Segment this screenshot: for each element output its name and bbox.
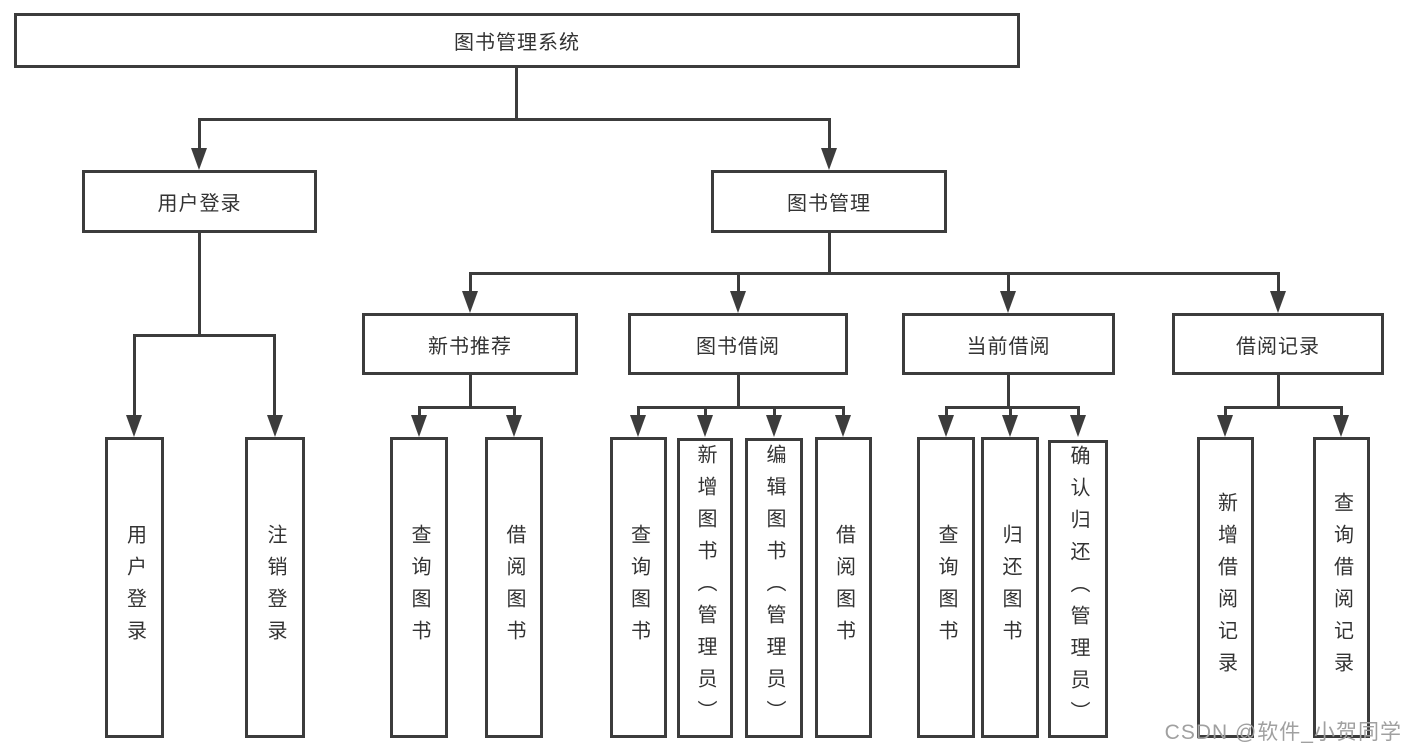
connector-line bbox=[418, 406, 516, 409]
connector-line bbox=[1077, 406, 1080, 420]
connector-line bbox=[1277, 375, 1280, 408]
arrow-down-icon bbox=[191, 148, 207, 170]
leaf-recommend-query-books: 查询图书 bbox=[390, 437, 448, 738]
leaf-label: 确认归还（管理员） bbox=[1067, 445, 1089, 733]
leaf-label: 查询图书 bbox=[627, 523, 650, 652]
node-new-book-recommend: 新书推荐 bbox=[362, 313, 578, 375]
connector-line bbox=[1277, 272, 1280, 294]
leaf-label: 用户登录 bbox=[123, 523, 146, 652]
arrow-down-icon bbox=[1070, 415, 1086, 437]
leaf-borrow-query-books: 查询图书 bbox=[610, 437, 667, 738]
leaf-label: 借阅图书 bbox=[832, 523, 855, 652]
arrow-down-icon bbox=[1270, 291, 1286, 313]
connector-line bbox=[469, 272, 472, 294]
leaf-label: 查询图书 bbox=[935, 523, 957, 652]
connector-line bbox=[469, 375, 472, 408]
connector-line bbox=[1224, 406, 1343, 409]
arrow-down-icon bbox=[1333, 415, 1349, 437]
connector-line bbox=[737, 375, 740, 408]
connector-line bbox=[773, 406, 776, 420]
arrow-down-icon bbox=[1217, 415, 1233, 437]
csdn-watermark: CSDN @软件_小贺同学 bbox=[1164, 721, 1402, 744]
leaf-borrow-add-books-admin: 新增图书（管理员） bbox=[677, 438, 733, 738]
leaf-records-query-record: 查询借阅记录 bbox=[1313, 437, 1370, 738]
connector-line bbox=[704, 406, 707, 420]
connector-line bbox=[273, 334, 276, 418]
connector-line bbox=[1009, 406, 1012, 420]
leaf-current-return-books: 归还图书 bbox=[981, 437, 1039, 738]
connector-line bbox=[198, 118, 831, 121]
connector-line bbox=[198, 233, 201, 337]
leaf-label: 编辑图书（管理员） bbox=[763, 444, 785, 732]
leaf-label: 借阅图书 bbox=[503, 523, 525, 652]
arrow-down-icon bbox=[411, 415, 427, 437]
connector-line bbox=[842, 406, 845, 420]
node-current-borrow: 当前借阅 bbox=[902, 313, 1115, 375]
leaf-current-query-books: 查询图书 bbox=[917, 437, 975, 738]
arrow-down-icon bbox=[462, 291, 478, 313]
connector-line bbox=[637, 406, 845, 409]
connector-line bbox=[133, 334, 136, 418]
node-book-management: 图书管理 bbox=[711, 170, 947, 233]
leaf-label: 注销登录 bbox=[264, 523, 286, 652]
arrow-down-icon bbox=[1002, 415, 1018, 437]
connector-line bbox=[515, 68, 518, 120]
connector-line bbox=[1007, 272, 1010, 294]
arrow-down-icon bbox=[1000, 291, 1016, 313]
connector-line bbox=[513, 406, 516, 420]
arrow-down-icon bbox=[267, 415, 283, 437]
arrow-down-icon bbox=[835, 415, 851, 437]
node-book-borrow: 图书借阅 bbox=[628, 313, 848, 375]
connector-line bbox=[828, 233, 831, 274]
connector-line bbox=[1007, 375, 1010, 408]
connector-line bbox=[198, 118, 201, 150]
leaf-borrow-borrow-books: 借阅图书 bbox=[815, 437, 872, 738]
leaf-label: 归还图书 bbox=[999, 523, 1021, 652]
leaf-label: 查询图书 bbox=[408, 523, 430, 652]
leaf-logout-login: 注销登录 bbox=[245, 437, 305, 738]
arrow-down-icon bbox=[697, 415, 713, 437]
leaf-label: 查询借阅记录 bbox=[1330, 491, 1353, 684]
arrow-down-icon bbox=[766, 415, 782, 437]
leaf-label: 新增图书（管理员） bbox=[694, 444, 716, 732]
connector-line bbox=[418, 406, 421, 420]
node-user-login: 用户登录 bbox=[82, 170, 317, 233]
leaf-user-login: 用户登录 bbox=[105, 437, 164, 738]
connector-line bbox=[637, 406, 640, 420]
node-library-management-system: 图书管理系统 bbox=[14, 13, 1020, 68]
leaf-label: 新增借阅记录 bbox=[1214, 491, 1237, 684]
connector-line bbox=[737, 272, 740, 294]
arrow-down-icon bbox=[938, 415, 954, 437]
arrow-down-icon bbox=[630, 415, 646, 437]
connector-line bbox=[133, 334, 276, 337]
node-borrow-records: 借阅记录 bbox=[1172, 313, 1384, 375]
leaf-records-add-record: 新增借阅记录 bbox=[1197, 437, 1254, 738]
connector-line bbox=[1340, 406, 1343, 420]
connector-line bbox=[828, 118, 831, 150]
leaf-current-confirm-return-admin: 确认归还（管理员） bbox=[1048, 440, 1108, 738]
connector-line bbox=[945, 406, 948, 420]
arrow-down-icon bbox=[126, 415, 142, 437]
connector-line bbox=[945, 406, 1080, 409]
leaf-recommend-borrow-books: 借阅图书 bbox=[485, 437, 543, 738]
connector-line bbox=[1224, 406, 1227, 420]
connector-line bbox=[469, 272, 1280, 275]
arrow-down-icon bbox=[821, 148, 837, 170]
arrow-down-icon bbox=[730, 291, 746, 313]
leaf-borrow-edit-books-admin: 编辑图书（管理员） bbox=[745, 438, 803, 738]
arrow-down-icon bbox=[506, 415, 522, 437]
